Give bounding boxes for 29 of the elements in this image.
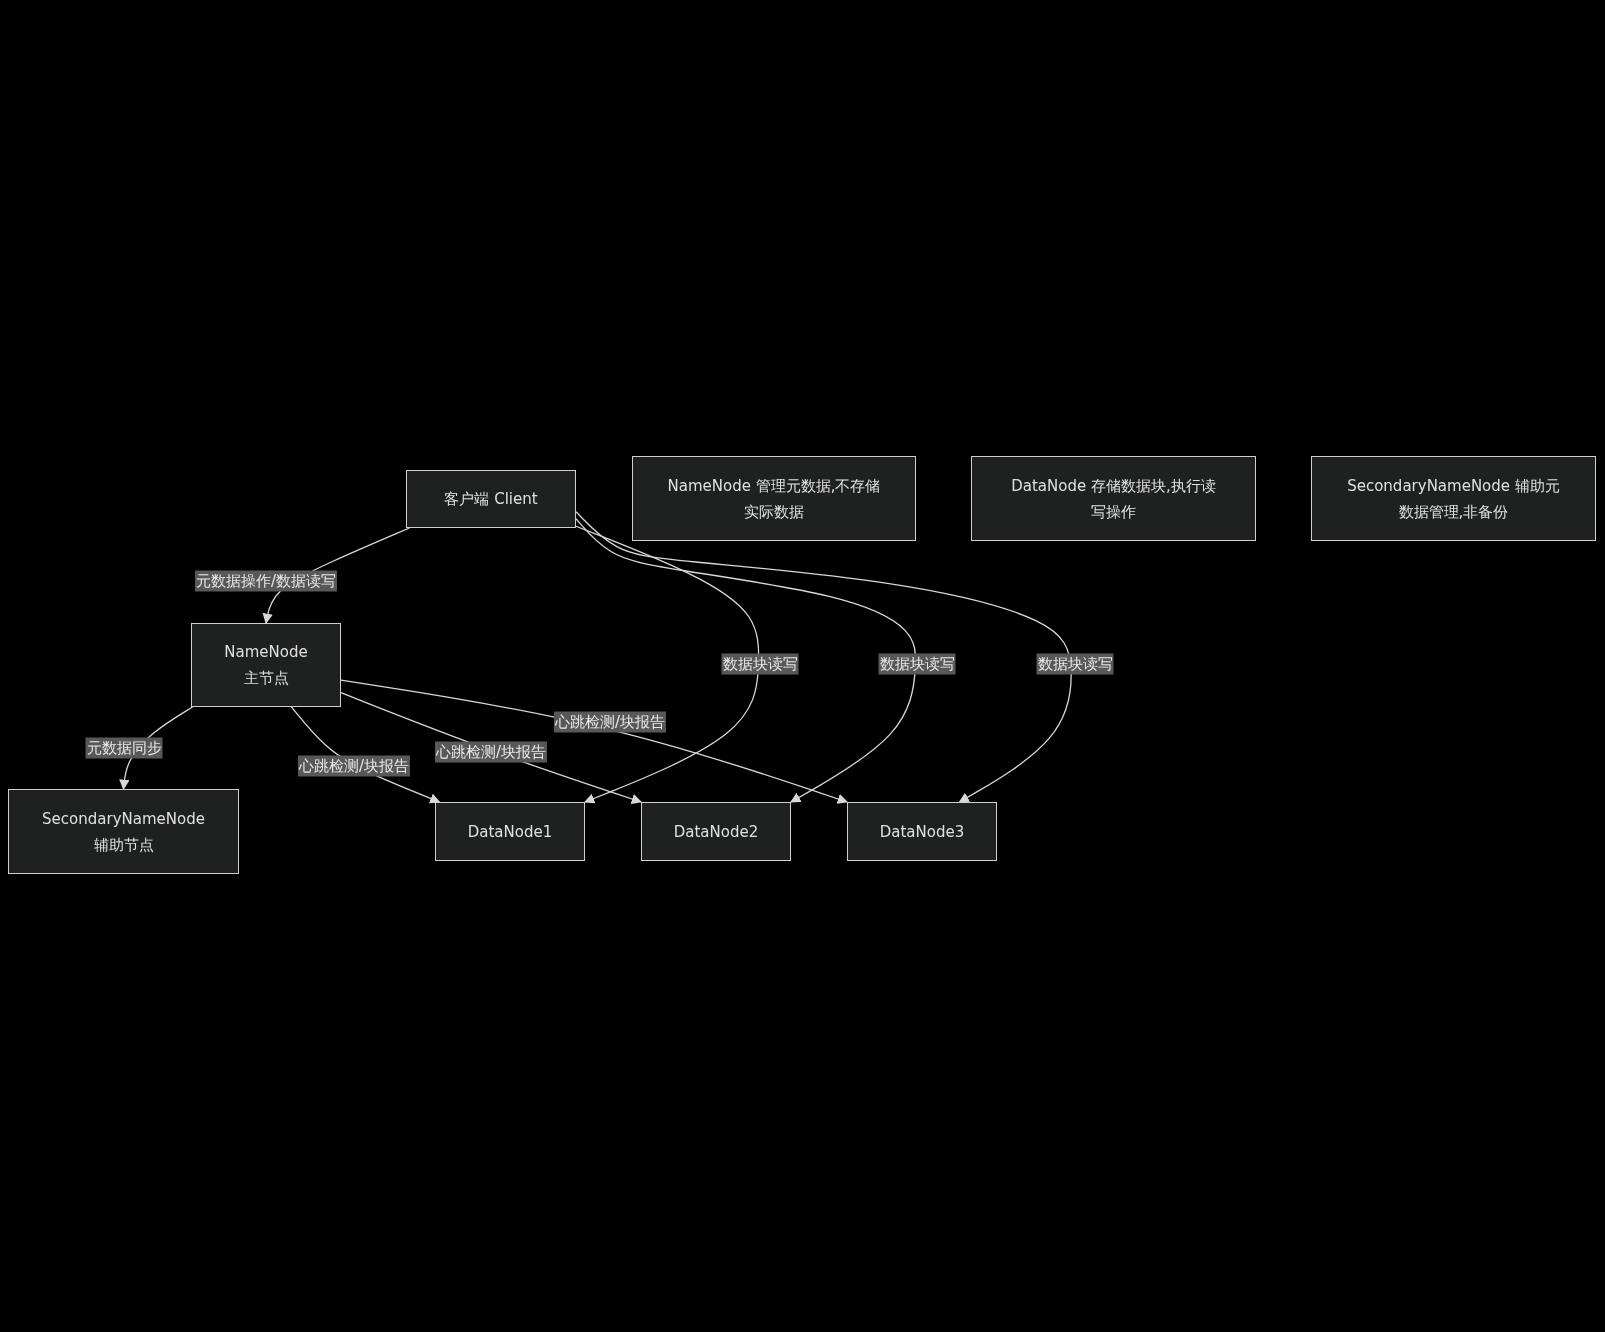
process-box xyxy=(406,470,576,528)
note-box xyxy=(632,456,916,541)
node-label: DataNode1 xyxy=(467,821,553,843)
edge-label: 心跳检测/块报告 xyxy=(297,755,411,777)
note-box xyxy=(971,456,1256,541)
node-label: SecondaryNameNode 辅助节点 xyxy=(41,808,206,856)
edge-label: 数据块读写 xyxy=(878,653,956,675)
edge-label: 心跳检测/块报告 xyxy=(553,711,667,733)
node-label: NameNode 主节点 xyxy=(223,642,309,689)
process-box xyxy=(641,802,791,861)
process-box xyxy=(8,789,239,874)
node-label: NameNode 管理元数据,不存储实际数据 xyxy=(666,475,882,523)
node-label: DataNode 存储数据块,执行读写操作 xyxy=(1010,475,1217,523)
node-label: DataNode2 xyxy=(673,821,759,843)
process-box xyxy=(435,802,585,861)
process-box xyxy=(847,802,997,861)
arrow xyxy=(575,518,917,803)
arrow xyxy=(575,525,760,804)
edge-label: 元数据同步 xyxy=(85,737,163,759)
node-label: SecondaryNameNode 辅助元数据管理,非备份 xyxy=(1346,475,1561,523)
arrow xyxy=(575,511,1072,803)
node-label: 客户端 Client xyxy=(444,489,538,510)
node-label: DataNode3 xyxy=(879,821,965,843)
process-box xyxy=(191,623,341,707)
note-box xyxy=(1311,456,1596,541)
edge-label: 数据块读写 xyxy=(1036,653,1114,675)
edge-label: 心跳检测/块报告 xyxy=(434,741,548,763)
edge-label: 数据块读写 xyxy=(721,653,799,675)
edge-label: 元数据操作/数据读写 xyxy=(194,570,338,592)
